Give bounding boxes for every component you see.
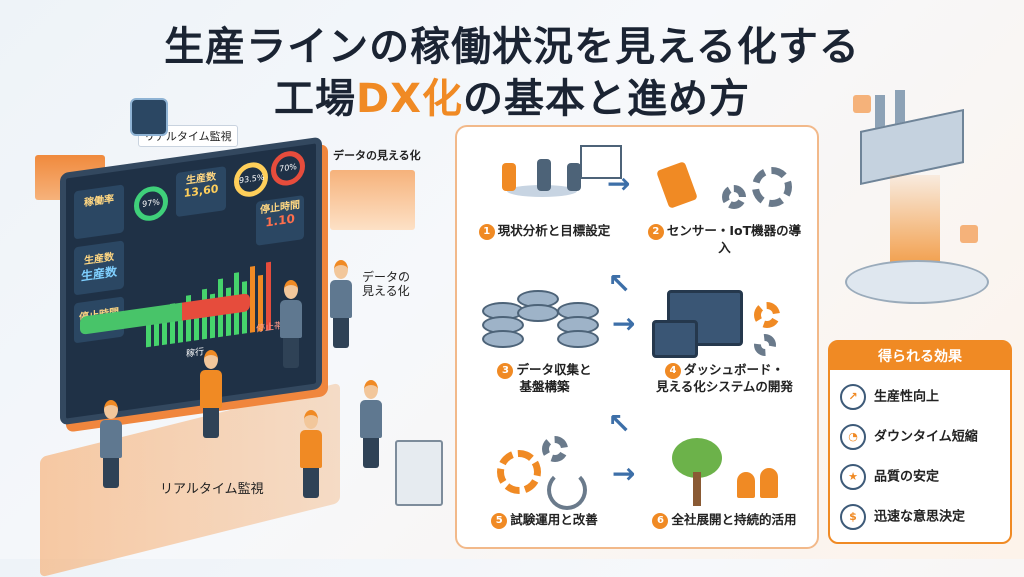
worker-1 bbox=[100, 400, 122, 488]
operating-rate-label: 稼働率 bbox=[84, 193, 114, 210]
effect-quality: ★ 品質の安定 bbox=[840, 464, 939, 490]
effect-decision-label: 迅速な意思決定 bbox=[874, 509, 966, 525]
robot-arm-sensor-icon bbox=[642, 145, 807, 223]
dashboard-monitor-icon bbox=[642, 282, 807, 362]
stopwatch-icon bbox=[130, 98, 168, 136]
title-prefix: 工場 bbox=[273, 76, 356, 122]
worker-5 bbox=[300, 410, 322, 498]
server-rack-icon bbox=[395, 440, 443, 506]
label-realtime-bottom: リアルタイム監視 bbox=[160, 482, 264, 497]
label-data-visual-2: データの 見える化 bbox=[362, 270, 410, 298]
sensor-card-icon bbox=[960, 225, 978, 243]
worker-6 bbox=[360, 380, 382, 468]
page-title-line1: 生産ラインの稼働状況を見える化する bbox=[164, 24, 860, 70]
floating-panel-right bbox=[330, 170, 415, 230]
step-4-number: 4 bbox=[664, 363, 681, 379]
worker-3 bbox=[280, 280, 302, 368]
step-4-label: ダッシュボード・ bbox=[683, 362, 784, 377]
chart-up-icon: ↗ bbox=[840, 384, 866, 410]
effect-productivity: ↗ 生産性向上 bbox=[840, 384, 939, 410]
step-3-label-2: 基盤構築 bbox=[519, 379, 570, 394]
title-accent: DX化 bbox=[355, 76, 464, 122]
step-6-label: 全社展開と持続的活用 bbox=[671, 512, 797, 527]
effects-header: 得られる効果 bbox=[830, 342, 1010, 370]
factory-illustration bbox=[845, 90, 1005, 325]
gauge-935: 93.5% bbox=[234, 160, 268, 199]
meeting-icon bbox=[462, 145, 627, 223]
step-1-label: 現状分析と目標設定 bbox=[497, 223, 611, 238]
chart-card-icon bbox=[853, 95, 871, 113]
gauge-70: 70% bbox=[271, 148, 305, 188]
step-3-number: 3 bbox=[497, 363, 514, 379]
effects-panel: 得られる効果 ↗ 生産性向上 ◔ ダウンタイム短縮 ★ 品質の安定 $ 迅速な意思決定 bbox=[828, 340, 1012, 544]
arrow-right-icon: → bbox=[607, 167, 631, 200]
effect-downtime: ◔ ダウンタイム短縮 bbox=[840, 424, 978, 450]
step-5-number: 5 bbox=[491, 513, 508, 529]
step-3-label: データ収集と bbox=[516, 362, 592, 377]
medal-icon: ★ bbox=[840, 464, 866, 490]
gauge-97: 97% bbox=[134, 184, 168, 224]
label-data-visual: データの見える化 bbox=[333, 149, 421, 162]
step-2-number: 2 bbox=[647, 224, 664, 240]
step-6-number: 6 bbox=[652, 513, 669, 529]
gears-cycle-icon bbox=[462, 432, 627, 512]
step-1-number: 1 bbox=[478, 224, 495, 240]
effect-decision: $ 迅速な意思決定 bbox=[840, 504, 965, 530]
tile-production: 生産数生産数 bbox=[74, 240, 124, 296]
step-4-label-2: 見える化システムの開発 bbox=[656, 379, 793, 394]
effect-downtime-label: ダウンタイム短縮 bbox=[874, 429, 978, 445]
arrow-right-icon-2: → bbox=[612, 307, 636, 340]
database-icon bbox=[462, 282, 627, 362]
tree-people-icon bbox=[642, 432, 807, 512]
label-data-visual-2b: 見える化 bbox=[362, 284, 410, 298]
tile-operating-rate: 稼働率 bbox=[74, 184, 124, 240]
step-5-label: 試験運用と改善 bbox=[510, 512, 598, 527]
effect-quality-label: 品質の安定 bbox=[874, 469, 940, 485]
worker-4 bbox=[330, 260, 352, 348]
label-data-visual-2a: データの bbox=[362, 270, 411, 284]
step-2-label: センサー・IoT機器の導入 bbox=[666, 223, 802, 255]
effect-productivity-label: 生産性向上 bbox=[874, 389, 940, 405]
stopped-label: 停止帯 bbox=[256, 321, 284, 335]
title-suffix: の基本と進め方 bbox=[463, 76, 751, 122]
clock-icon: ◔ bbox=[840, 424, 866, 450]
page-title-line2: 工場DX化の基本と進め方 bbox=[0, 66, 1024, 124]
worker-2 bbox=[200, 350, 222, 438]
hand-dollar-icon: $ bbox=[840, 504, 866, 530]
arrow-right-icon-3: → bbox=[612, 457, 636, 490]
